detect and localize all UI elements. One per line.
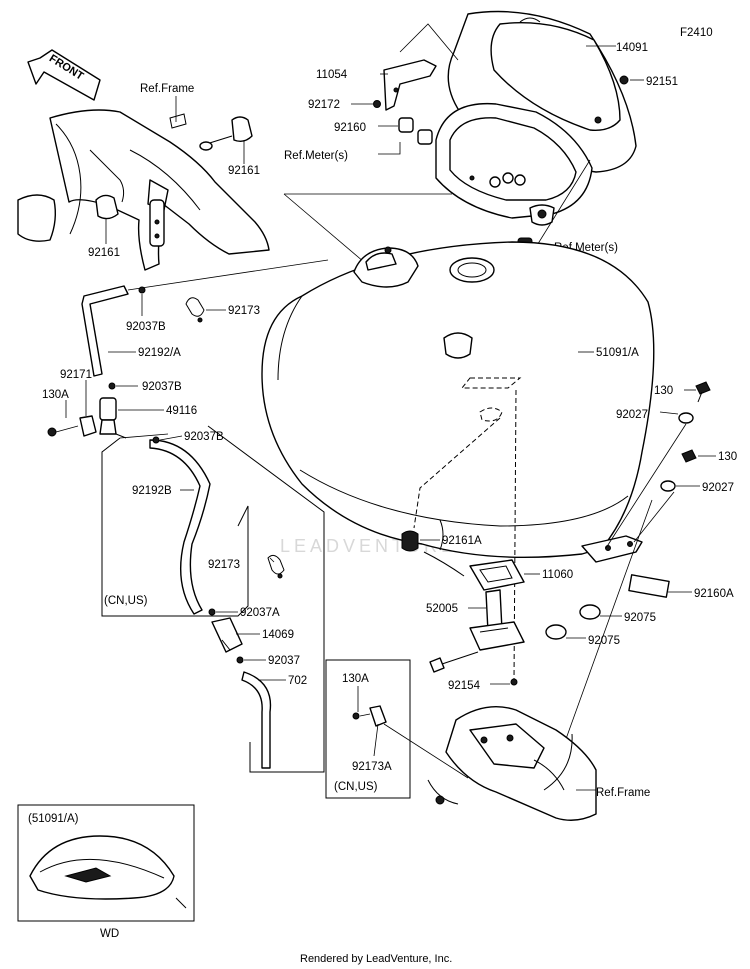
frame-front-section [17,109,270,271]
inset-title: (51091/A) [28,813,79,825]
inset-box [17,804,195,922]
label-92154: 92154 [448,680,481,692]
ref-frame-bottom: Ref.Frame [596,787,650,799]
damper-92075-upper [579,604,601,620]
bolt-130A-left [47,427,57,437]
inset-caption: WD [100,928,119,940]
label-52005: 52005 [426,603,458,615]
bracket-92173A [352,705,387,727]
label-92037: 92037 [268,655,300,667]
bracket-92171 [79,415,97,437]
gasket-11060 [423,551,525,591]
pad-92160A [628,574,670,598]
front-arrow-icon: FRONT [27,49,101,101]
clamp-92037B-top [138,286,146,294]
label-14091: 14091 [616,42,648,54]
label-92161A: 92161A [442,535,482,547]
inset-tank-illustration [29,835,187,909]
clamp-92173-top [185,297,205,323]
valve-49116 [99,397,127,439]
clamp-92173-mid [267,554,285,579]
frame-rear-section [427,705,597,821]
cn-us-box [325,659,411,799]
label-92192A: 92192/A [138,347,181,359]
hose-702 [241,671,272,769]
knob-92161-left [95,194,119,220]
label-92161-right: 92161 [228,165,260,177]
label-14069: 14069 [262,629,294,641]
fuel-tank-51091A [261,241,655,681]
label-92075-lower: 92075 [588,635,620,647]
grommet-92161A [401,530,419,552]
clamp-92037B-mid [108,382,116,390]
clamp-92037A [208,608,216,616]
meter-unit [435,102,593,226]
label-11054: 11054 [316,69,348,81]
breather-hose-92192A [81,285,129,377]
footer-credit: Rendered by LeadVenture, Inc. [300,953,452,965]
fuel-pump-52005 [429,589,525,673]
label-92171: 92171 [60,369,92,381]
label-92027-lower: 92027 [702,482,734,494]
label-92151: 92151 [646,76,678,88]
label-92027-upper: 92027 [616,409,648,421]
cn-us-label-2: (CN,US) [334,781,378,793]
washer-92027-lower [660,480,676,492]
damper-92075-lower [545,624,567,640]
label-92192B: 92192B [132,485,172,497]
clamp-92037-low [236,656,244,664]
clamp-92037B-low [152,436,160,444]
label-51091A: 51091/A [596,347,639,359]
ref-frame-top: Ref.Frame [140,83,194,95]
label-92173-top: 92173 [228,305,260,317]
grommet-92160 [398,117,433,145]
knob-92161-right [199,116,253,151]
label-130A-left: 130A [42,389,69,401]
label-92160A: 92160A [694,588,734,600]
clip-92151 [619,75,629,85]
label-92161-left: 92161 [88,247,120,259]
label-49116: 49116 [166,405,197,417]
ref-meter-upper: Ref.Meter(s) [284,150,348,162]
label-92173-mid: 92173 [208,559,240,571]
label-130-upper: 130 [654,385,673,397]
label-130A-bottom: 130A [342,673,369,685]
canister-14069 [211,617,243,653]
label-92160: 92160 [334,122,366,134]
label-92075-upper: 92075 [624,612,656,624]
label-92037B-mid: 92037B [142,381,182,393]
cn-us-bracket-lines [101,437,249,617]
label-702: 702 [288,675,307,687]
label-92037A: 92037A [240,607,280,619]
bolt-130-upper [695,381,711,403]
hose-92192B [149,439,211,615]
cn-us-label-1: (CN,US) [104,595,148,607]
figure-code: F2410 [680,27,713,39]
bolt-130-lower [681,449,697,463]
label-11060: 11060 [542,569,573,581]
label-92037B-low: 92037B [184,431,224,443]
label-92173A: 92173A [352,761,392,773]
bolt-92154 [510,678,518,686]
bracket-11054 [383,59,437,111]
label-130-lower: 130 [718,451,737,463]
label-92037B-top: 92037B [126,321,166,333]
label-92172: 92172 [308,99,340,111]
screw-92172 [373,100,381,108]
washer-92027-upper [678,412,694,424]
